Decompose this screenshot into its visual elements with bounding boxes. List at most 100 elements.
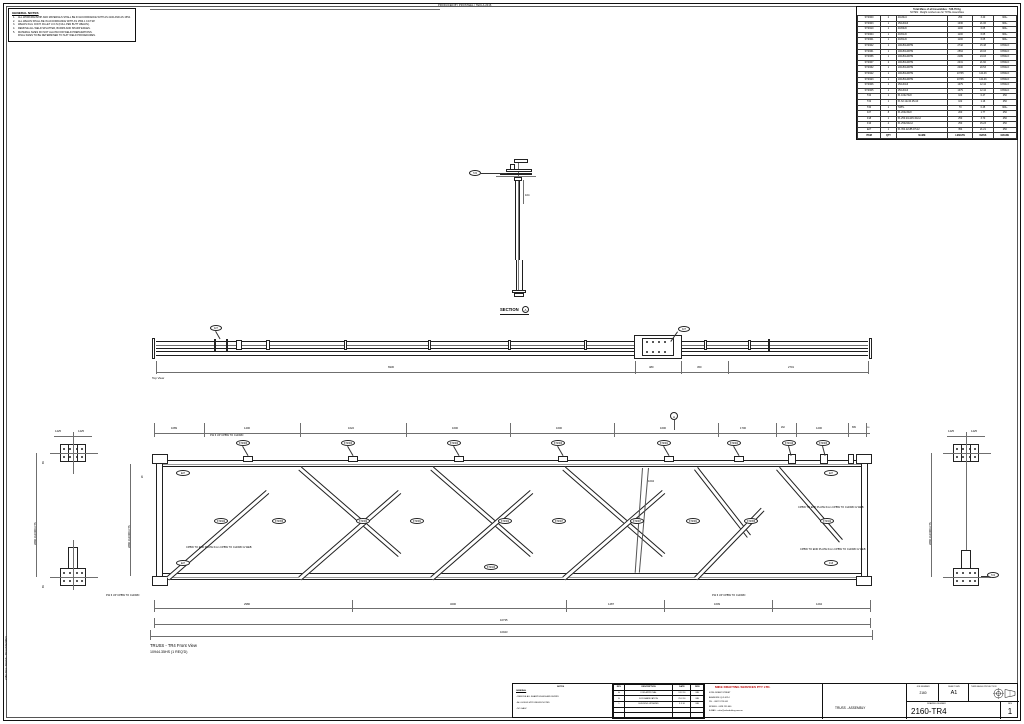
- top-view-dim-2: 480: [649, 366, 654, 369]
- table-row: [613, 712, 704, 719]
- front-overall-dim-2: 10943: [500, 631, 508, 634]
- table-cell: C350LO: [992, 65, 1018, 72]
- balloon-top-1: STR400: [236, 440, 250, 446]
- table-cell: 150x30x6: [895, 87, 949, 95]
- table-cell: 3.3.16: [672, 700, 692, 708]
- front-view-label: TRUSS - TR4 Front View: [150, 643, 197, 648]
- weld-note-3: CPBW TO END PLATE 6mm CPBW TO CHORD & WE…: [186, 546, 252, 549]
- table-cell: STR403: [856, 20, 882, 28]
- rev-value: 1: [1007, 707, 1013, 716]
- top-view-dim-3: 450: [697, 366, 702, 369]
- top-view-dim-1: 6930: [388, 366, 394, 369]
- balloon-top-2: STR400: [341, 440, 355, 446]
- table-cell: STR400: [856, 15, 882, 22]
- left-end-dim-3: 65: [42, 461, 45, 464]
- front-top-dim-3: 1622: [348, 427, 354, 430]
- list-item: FINAL SIZES TO BE DETERMINED TO SUIT WEL…: [18, 34, 96, 38]
- table-cell: PL 200x30x8: [895, 110, 949, 117]
- job-number-value: 2160: [919, 691, 927, 695]
- list-item: 4.REMOVE ALL WELD SPLATTER, BURRS AND SH…: [13, 26, 91, 30]
- table-cell: STR407: [856, 59, 882, 67]
- job-number-label: JOB NUMBER: [916, 686, 930, 688]
- balloon-f27-top-2: F27: [678, 326, 690, 332]
- balloon-f27-top-1: F27: [210, 325, 222, 331]
- balloon-top-7: STR410: [782, 440, 796, 446]
- table-header-cell: ITEM: [856, 132, 882, 140]
- company-line-5: E-MAIL : mike@mikedrafting.com.au: [709, 710, 743, 712]
- top-view: F27 F27 6930 480 450 2701 Top View: [148, 325, 878, 385]
- title-notes-line-3: - NO GALV.: [516, 708, 527, 710]
- table-cell: C350LO: [992, 87, 1018, 95]
- parts-list-caption-total: Total Mass of all Assemblies : 546.76 Kg: [913, 8, 961, 11]
- company-line-4: MOBILE : 0428 299 660: [709, 705, 732, 708]
- table-cell: STR423: [856, 76, 882, 84]
- left-end-height-dim: 2880 CHORD CTS: [34, 522, 37, 545]
- table-cell: 250: [992, 115, 1018, 123]
- table-cell: 150x30x6: [895, 20, 949, 28]
- balloon-t24: T24: [987, 572, 999, 578]
- balloon-top-4: STR400: [551, 440, 565, 446]
- weld-note-5: FW 6 UP CPBW TO CHORD: [106, 594, 140, 597]
- balloon-web-3: STR462: [356, 518, 370, 524]
- balloon-t20: T20: [469, 170, 481, 176]
- table-cell: 250: [992, 98, 1018, 106]
- end-view-left: 1425 1425 2880 CHORD CTS 65 65: [20, 420, 130, 620]
- weld-note-6: FW 6 UP CPBW TO CHORD: [712, 594, 746, 597]
- table-header-cell: GRADE: [992, 132, 1018, 140]
- drawing-number-label: DRAWING NUMBER: [927, 703, 946, 705]
- table-cell: C350LO: [992, 59, 1018, 67]
- table-header-cell: DRN: [690, 684, 704, 691]
- table-header-cell: LENGTH: [947, 132, 974, 140]
- front-view-sublabel: 10944.35HS (1 REQ'D): [150, 650, 188, 654]
- end-view-right: 1425 1425 2880 CHORD CTS T24: [925, 420, 1015, 620]
- balloon-top-3: STR400: [447, 440, 461, 446]
- top-view-label: Top View: [152, 376, 165, 380]
- front-top-dim-11: 26: [867, 427, 870, 429]
- front-bottom-dim-2: 3200: [450, 603, 456, 606]
- balloon-web-6: STR407: [552, 518, 566, 524]
- table-cell: T20: [856, 104, 882, 112]
- table-header-cell: DATE: [672, 684, 692, 691]
- table-cell: STR422: [856, 70, 882, 78]
- balloon-top-8: STR403: [816, 440, 830, 446]
- front-top-dim-5: 1600: [556, 427, 562, 430]
- balloon-web-8: STR461: [686, 518, 700, 524]
- front-bottom-dim-5: 1294: [816, 603, 822, 606]
- table-cell: [672, 712, 692, 719]
- balloon-web-5: STR402: [498, 518, 512, 524]
- section-view-a: T20 104 SECTION A: [469, 150, 580, 320]
- top-view-dim-4: 2701: [788, 366, 794, 369]
- drawing-title: TRUSS - ASSEMBLY: [835, 706, 866, 710]
- table-header-cell: NAME: [895, 132, 949, 140]
- front-left-dim-1: 26: [142, 475, 144, 478]
- table-cell: 250: [992, 110, 1018, 117]
- company-line-2: ASHMORE QLD 4214: [709, 696, 730, 699]
- weld-note-4: CPBW TO END PLATE 6mm CPBW TO CHORD & WE…: [800, 548, 866, 551]
- table-cell: 100x50x4RHS: [895, 76, 949, 84]
- table-header-cell: QTY: [880, 132, 897, 140]
- table-cell: 25.2.16: [672, 695, 692, 702]
- table-cell: STR406: [856, 82, 882, 89]
- table-cell: [690, 712, 704, 719]
- table-cell: C350LO: [992, 82, 1018, 89]
- table-cell: STR462: [856, 65, 882, 72]
- right-end-dim-1: 1425: [948, 430, 954, 433]
- front-top-dim-7: 1700: [740, 427, 746, 430]
- title-notes-group: GENERAL: [516, 690, 527, 692]
